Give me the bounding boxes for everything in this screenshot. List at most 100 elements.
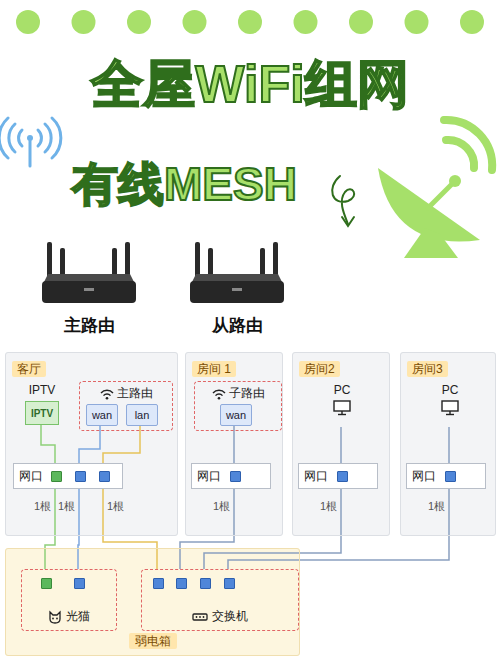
- decoration: [342, 217, 354, 226]
- monitor-icon: [333, 400, 351, 416]
- port-square: [230, 471, 241, 482]
- decoration: [446, 140, 474, 168]
- modem-group: 光猫: [21, 569, 117, 631]
- pc-device: PC: [430, 383, 470, 427]
- cable-count: 1根: [33, 500, 52, 513]
- port-square: [41, 578, 52, 589]
- label-wrap: 弱电箱: [6, 631, 299, 650]
- decoration: [45, 124, 51, 152]
- cable-line: [103, 489, 157, 569]
- cable-count: 1根: [212, 500, 231, 513]
- node-text: IPTV: [29, 383, 56, 397]
- port-square: [224, 578, 235, 589]
- node-text: 子路由: [229, 385, 265, 402]
- router-group: wanlan主路由: [79, 381, 173, 431]
- wall-plate: 网口: [298, 463, 378, 489]
- decoration: [50, 612, 60, 623]
- label-wrap: 光猫: [22, 608, 116, 625]
- label-wrap: 房间3: [407, 359, 448, 378]
- dot-row: [16, 10, 484, 34]
- decoration: [56, 617, 58, 619]
- decoration: [400, 352, 496, 536]
- deco-dot: [405, 10, 429, 34]
- port-square: [99, 471, 110, 482]
- room-panel: wan 子路由网口 房间 1: [185, 352, 283, 536]
- decoration: [5, 548, 300, 656]
- label-wrap: wan: [221, 405, 251, 425]
- iptv-box: IPTVIPTV: [25, 401, 59, 425]
- room-panel: PC 网口 房间2: [292, 352, 390, 536]
- decoration: [38, 130, 41, 146]
- port-square: [176, 578, 187, 589]
- decoration: [84, 288, 94, 291]
- decoration: [9, 124, 15, 152]
- cable-line: [340, 427, 342, 463]
- cable-line: [41, 425, 55, 463]
- label-wrap: 网口: [412, 464, 436, 488]
- node-text: PC: [442, 383, 459, 397]
- deco-dot: [294, 10, 318, 34]
- decoration: [19, 130, 22, 146]
- deco-dot: [183, 10, 207, 34]
- node-text: 网口: [19, 468, 43, 485]
- decoration: [232, 288, 242, 291]
- decoration: [196, 616, 198, 618]
- decoration: [193, 614, 207, 620]
- decoration: [0, 118, 8, 158]
- node-text: 网口: [304, 468, 328, 485]
- cable-count: 1根: [319, 500, 338, 513]
- label-wrap: 房间2: [299, 359, 340, 378]
- wifi-icon: [0, 118, 61, 166]
- label-wrap: 网口: [304, 464, 328, 488]
- port-square: [75, 471, 86, 482]
- room-panel: PC 网口 房间3: [400, 352, 496, 536]
- cable-line: [233, 426, 235, 463]
- decoration: [190, 281, 284, 303]
- decoration: [192, 274, 282, 282]
- label-wrap: IPTV: [14, 380, 70, 398]
- decoration: [215, 393, 222, 395]
- port-box: wan: [86, 404, 118, 426]
- satellite-dish: [378, 120, 492, 258]
- decoration: [446, 414, 454, 415]
- decoration: [334, 401, 350, 411]
- port-square: [445, 471, 456, 482]
- decoration: [217, 397, 220, 400]
- decoration: [341, 411, 342, 414]
- node-text: 交换机: [212, 608, 248, 625]
- cable-line: [78, 489, 79, 569]
- wall-plate: 网口: [13, 463, 123, 489]
- cabinet-panel: 光猫 交换机弱电箱: [5, 548, 300, 656]
- cat-icon: [48, 610, 62, 624]
- decoration: [213, 390, 225, 393]
- decoration: [444, 120, 492, 170]
- router-picture: [190, 242, 284, 303]
- wall-plate: 网口: [191, 463, 271, 489]
- curl-arrow: [332, 176, 354, 226]
- deco-dot: [127, 10, 151, 34]
- node-text: lan: [135, 409, 150, 421]
- node-text: 光猫: [66, 608, 90, 625]
- port-square: [153, 578, 164, 589]
- wall-plate: 网口: [406, 463, 486, 489]
- decoration: [332, 176, 354, 224]
- router-picture: [42, 242, 136, 303]
- cable-count: 1根: [106, 500, 125, 513]
- wifi-icon: [212, 388, 226, 400]
- label-wrap: wan: [87, 405, 117, 425]
- decoration: [449, 411, 450, 414]
- decoration: [105, 397, 108, 400]
- label-wrap: 网口: [19, 464, 43, 488]
- deco-dot: [72, 10, 96, 34]
- cable-line: [204, 489, 341, 569]
- node-text: 房间2: [299, 361, 340, 377]
- cable-line: [103, 426, 140, 463]
- decoration: [203, 616, 205, 618]
- label-wrap: 房间 1: [192, 359, 236, 378]
- node-text: 房间3: [407, 361, 448, 377]
- label-wrap: PC: [322, 383, 362, 427]
- decoration: [42, 281, 136, 303]
- label-wrap: IPTV: [26, 402, 58, 424]
- decoration: [101, 390, 113, 393]
